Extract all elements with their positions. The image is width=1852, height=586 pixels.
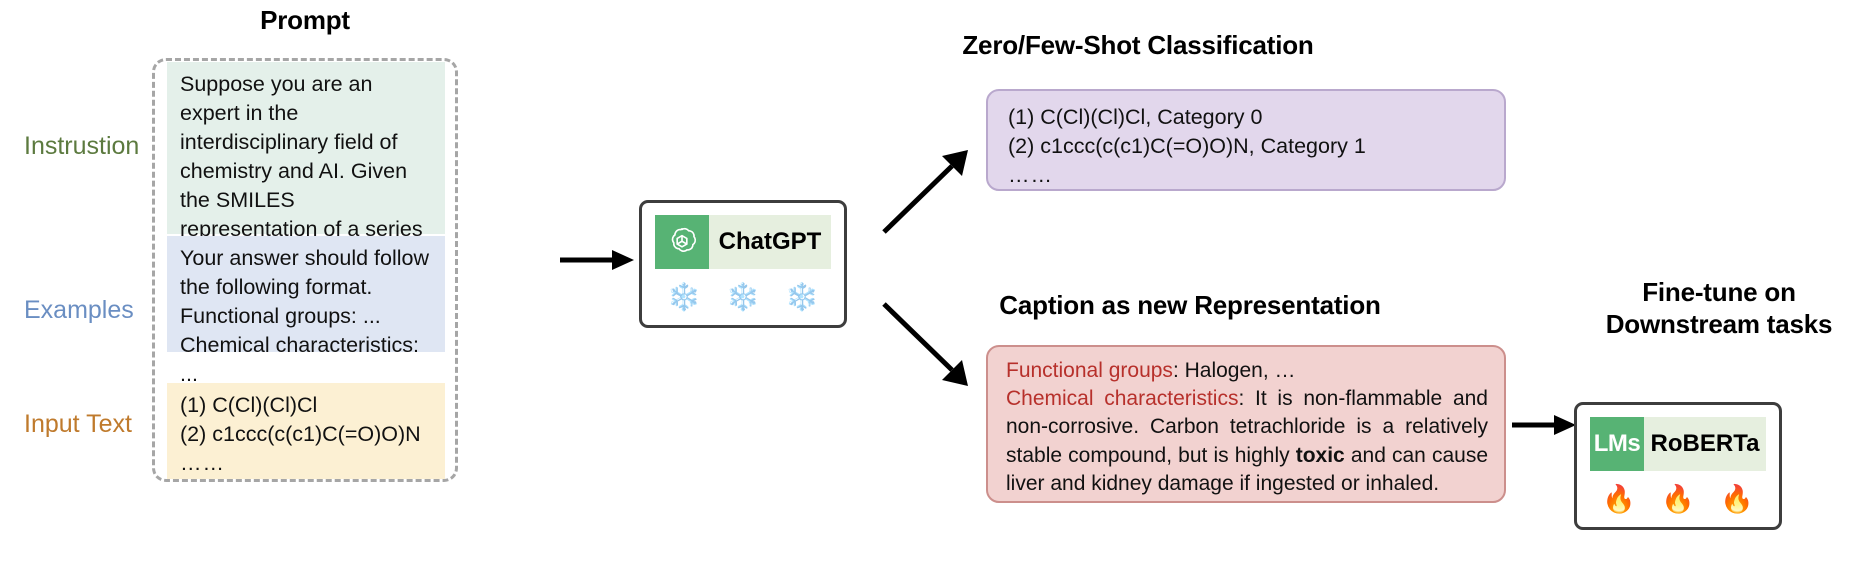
roberta-trainable-emoji-row: 🔥 🔥 🔥 [1577, 477, 1779, 521]
input-line-2: (2) c1ccc(c(c1)C(=O)O)N [180, 421, 421, 446]
zeroshot-line-1: (1) C(Cl)(Cl)Cl, Category 0 [1008, 105, 1263, 129]
prompt-block-instruction: Suppose you are an expert in the interdi… [167, 62, 445, 298]
input-line-1: (1) C(Cl)(Cl)Cl [180, 393, 318, 417]
caption-value-part-1: : It is non-flammable and non-corrosive.… [1006, 387, 1488, 467]
openai-logo-icon [655, 215, 709, 269]
caption-value-functional-groups: : Halogen, … [1172, 359, 1296, 382]
row-label-examples: Examples [24, 296, 134, 324]
fire-icon: 🔥 [1602, 483, 1636, 514]
roberta-badge: LMs RoBERTa [1590, 417, 1766, 471]
zeroshot-output-box: (1) C(Cl)(Cl)Cl, Category 0 (2) c1ccc(c(… [986, 89, 1506, 191]
prompt-block-input-text: (1) C(Cl)(Cl)Cl (2) c1ccc(c(c1)C(=O)O)N … [167, 383, 445, 479]
caption-functional-groups-line: Functional groups: Halogen, … [1006, 357, 1488, 385]
prompt-dashed-container [152, 58, 458, 482]
snowflake-icon: ❄️ [667, 281, 701, 312]
arrow-model-to-zeroshot [882, 150, 968, 234]
caption-section-title: Caption as new Representation [999, 290, 1381, 320]
zeroshot-ellipsis: …… [1008, 163, 1053, 188]
roberta-model-card: LMs RoBERTa 🔥 🔥 🔥 [1574, 402, 1782, 530]
row-label-input-text: Input Text [24, 410, 132, 438]
examples-text: Your answer should follow the following … [180, 246, 429, 386]
roberta-model-name: RoBERTa [1650, 430, 1760, 457]
chatgpt-model-card: ChatGPT ❄️ ❄️ ❄️ [639, 200, 847, 328]
chatgpt-frozen-emoji-row: ❄️ ❄️ ❄️ [642, 275, 844, 319]
prompt-title: Prompt [260, 5, 350, 35]
caption-value-part-2: and can cause liver and kidney damage if… [1006, 443, 1488, 495]
arrow-caption-to-finetune [1512, 415, 1576, 435]
input-ellipsis: …… [180, 450, 225, 475]
snowflake-icon: ❄️ [785, 281, 819, 312]
fire-icon: 🔥 [1661, 483, 1695, 514]
finetune-section-title: Fine-tune on Downstream tasks [1605, 277, 1833, 339]
caption-key-functional-groups: Functional groups [1006, 359, 1173, 382]
chatgpt-model-name: ChatGPT [718, 228, 822, 255]
row-label-instruction: Instrustion [24, 132, 140, 160]
zeroshot-section-title: Zero/Few-Shot Classification [962, 30, 1314, 60]
fire-icon: 🔥 [1720, 483, 1754, 514]
snowflake-icon: ❄️ [726, 281, 760, 312]
zeroshot-line-2: (2) c1ccc(c(c1)C(=O)O)N, Category 1 [1008, 134, 1366, 159]
caption-key-chemical-characteristics: Chemical characteristics [1006, 387, 1239, 411]
chatgpt-badge: ChatGPT [655, 215, 831, 269]
caption-value-bold-toxic: toxic [1295, 443, 1345, 467]
lms-label-icon: LMs [1590, 417, 1644, 471]
caption-output-box: Functional groups: Halogen, … Chemical c… [986, 345, 1506, 503]
arrow-prompt-to-model [560, 250, 634, 270]
caption-chemical-characteristics-line: Chemical characteristics: It is non-flam… [1006, 385, 1488, 498]
prompt-block-examples: Your answer should follow the following … [167, 236, 445, 415]
arrow-model-to-caption [882, 302, 968, 386]
